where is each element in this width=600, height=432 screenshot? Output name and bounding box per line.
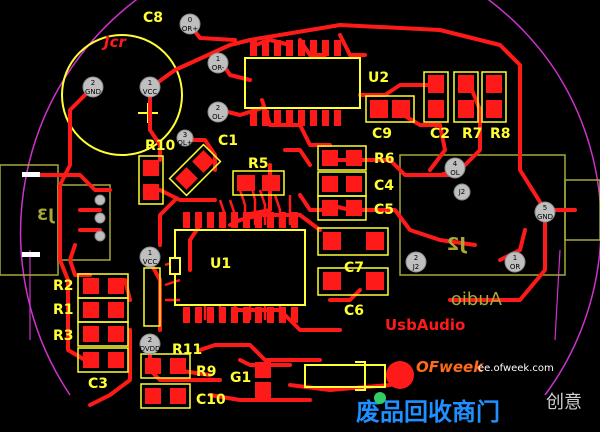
pad-1b-label: 1 xyxy=(148,79,152,87)
label-c5: C5 xyxy=(374,202,394,218)
watermark-cn-right: 创意 xyxy=(546,392,582,413)
pad-vcc2-label: VCC xyxy=(143,258,158,266)
label-c2: C2 xyxy=(430,126,450,142)
label-c7: C7 xyxy=(344,260,364,276)
label-r10: R10 xyxy=(145,138,176,154)
pad-j2-label: J2 xyxy=(458,188,466,196)
j3-pad-top xyxy=(22,172,40,177)
pad-5-label: 5 xyxy=(543,204,547,212)
u2-pads xyxy=(250,40,341,126)
label-c9: C9 xyxy=(372,126,392,142)
label-r3: R3 xyxy=(53,328,74,344)
label-j3: J3 xyxy=(37,205,55,224)
pad-1c-label: 1 xyxy=(148,249,152,257)
label-r9: R9 xyxy=(196,364,217,380)
label-c3: C3 xyxy=(88,376,108,392)
u1-notch xyxy=(169,257,181,275)
pad-2-label: 2 xyxy=(216,104,220,112)
pad-dvdd-label: DVDD xyxy=(140,345,161,353)
label-r2: R2 xyxy=(53,278,74,294)
net-labels: 0 OR+ 1 OR- 2 OL- 2 GND 1 VCC 3 OL+ 1 VC… xyxy=(85,16,553,353)
label-r8: R8 xyxy=(490,126,511,142)
label-r5: R5 xyxy=(248,156,269,172)
watermark: OFweek ee.ofweek.com 废品回收商门 创意 xyxy=(356,358,582,426)
pad-gnd-label: GND xyxy=(85,88,101,96)
watermark-logo-icon xyxy=(374,392,386,404)
j3-mark xyxy=(35,173,39,177)
pad-1d-label: 1 xyxy=(513,254,517,262)
pad-2c-label: 2 xyxy=(148,336,152,344)
board-outline xyxy=(19,0,600,396)
pad-or-plus-label: OR+ xyxy=(182,25,198,33)
label-c8: C8 xyxy=(143,10,163,26)
label-c1: C1 xyxy=(218,133,238,149)
label-g1: G1 xyxy=(230,370,251,386)
jcr-outline xyxy=(61,34,183,156)
label-c10: C10 xyxy=(196,392,226,408)
label-j2: J2 xyxy=(447,234,468,255)
label-u1: U1 xyxy=(210,256,231,272)
through-hole-pads xyxy=(82,13,556,355)
pad-ol-plus-label: OL+ xyxy=(177,139,192,147)
watermark-brand: OFweek xyxy=(416,358,484,376)
usbaudio-text: UsbAudio xyxy=(385,316,465,334)
pad-ol-minus-label: OL- xyxy=(212,113,224,121)
label-c4: C4 xyxy=(374,178,394,194)
designators: C8 Jcr U2 C9 C2 R7 R8 C1 R10 R5 R6 C4 C5… xyxy=(37,10,511,408)
u2-body xyxy=(244,57,361,109)
pad-2d-label: 2 xyxy=(414,254,418,262)
label-c6: C6 xyxy=(344,303,364,319)
label-r6: R6 xyxy=(374,151,395,167)
pad-1-label: 1 xyxy=(216,55,220,63)
pad-ol-label: OL xyxy=(450,169,460,177)
label-u2: U2 xyxy=(368,70,389,86)
u1-pads xyxy=(183,212,298,323)
pad-gnd2-label: GND xyxy=(537,213,553,221)
board-outline-lower xyxy=(29,249,561,341)
pad-j2b-label: J2 xyxy=(412,263,420,271)
pad-or-label: OR xyxy=(510,263,521,271)
pad-0-label: 0 xyxy=(188,16,192,24)
pad-4-label: 4 xyxy=(453,160,458,168)
pad-vcc-label: VCC xyxy=(143,88,158,96)
label-jcr: Jcr xyxy=(101,33,127,51)
audio-mirrored-text: Audio xyxy=(451,289,502,310)
pad-2b-label: 2 xyxy=(91,79,95,87)
pad-or-minus-label: OR- xyxy=(212,64,225,72)
smd-parts xyxy=(77,71,507,409)
u1-body xyxy=(174,229,306,306)
pad-3-label: 3 xyxy=(183,131,187,139)
label-r1: R1 xyxy=(53,302,74,318)
j3-pad-bottom xyxy=(22,252,40,257)
watermark-url: ee.ofweek.com xyxy=(478,363,554,374)
label-r11: R11 xyxy=(172,342,202,358)
label-r7: R7 xyxy=(462,126,483,142)
